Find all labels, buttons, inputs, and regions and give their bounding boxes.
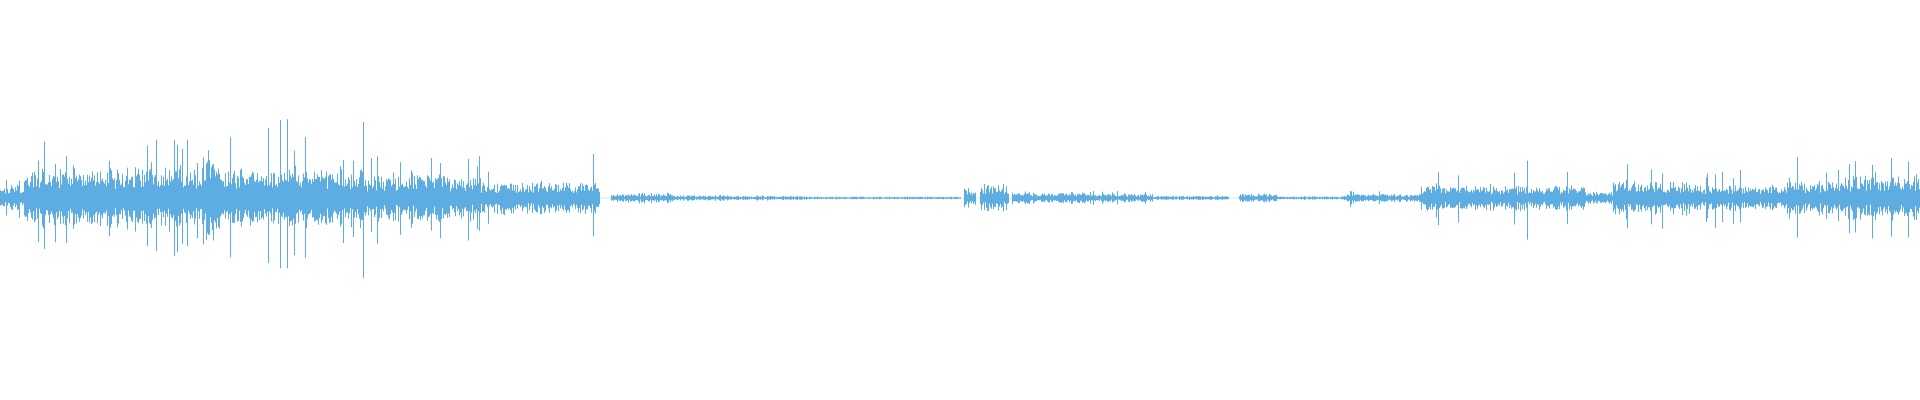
waveform-path	[0, 119, 1920, 278]
waveform-bars	[0, 119, 1920, 278]
